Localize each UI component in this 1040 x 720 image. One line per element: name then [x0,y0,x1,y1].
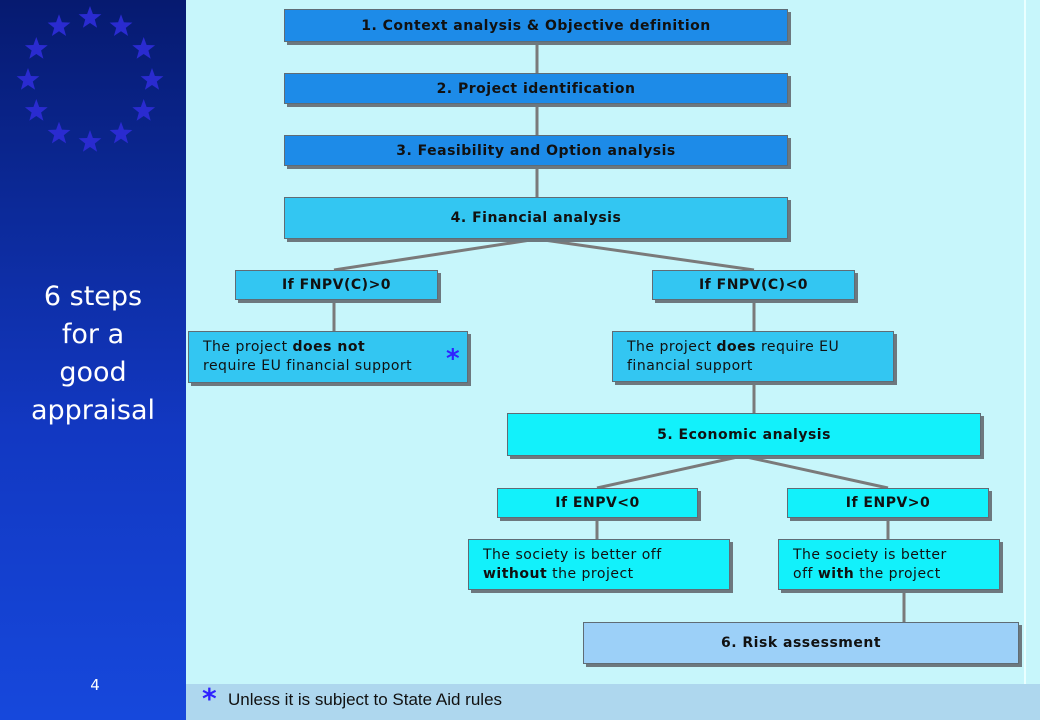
footer-bar [186,684,1040,720]
enpv-positive-box: If ENPV>0 [787,488,989,518]
connector-s5-left [596,454,743,490]
star-icon [140,68,164,90]
star-icon [16,68,40,90]
step-3-box: 3. Feasibility and Option analysis [284,135,788,166]
star-icon [78,6,102,28]
connector-s4-right [536,237,755,272]
footer-note: Unless it is subject to State Aid rules [228,690,503,709]
without-project-box: The society is better off without the pr… [468,539,730,590]
eu-support-text-pre: The project [627,338,717,355]
step-2-box: 2. Project identification [284,73,788,104]
without-project-text-pre: The society is better off [483,546,662,563]
star-icon [78,130,102,152]
step-4-box: 4. Financial analysis [284,197,788,239]
star-icon [109,14,133,37]
step-6-box: 6. Risk assessment [583,622,1019,664]
star-icon [132,99,156,121]
no-eu-support-text-post: require EU financial support [203,358,413,374]
state-aid-asterisk: * [446,344,460,374]
with-project-text-post: the project [854,565,941,582]
without-project-text-bold: without [483,565,548,582]
footer-asterisk: * [202,682,217,715]
eu-support-text-post: require EU financial support [627,338,840,374]
star-icon [132,37,156,59]
no-eu-support-box: The project does not require EU financia… [188,331,468,383]
enpv-negative-box: If ENPV<0 [497,488,698,518]
sidebar-title: 6 steps for a good appraisal [30,281,156,426]
with-project-text-bold: with [817,565,855,582]
without-project-text-post: the project [547,565,634,582]
star-icon [47,14,71,37]
connector-s5-right [741,454,889,490]
step-1-box: 1. Context analysis & Objective definiti… [284,9,788,42]
step-5-box: 5. Economic analysis [507,413,981,456]
star-icon [109,121,133,144]
no-eu-support-text-pre: The project [203,339,293,355]
star-icon [24,37,48,59]
panel-edge-line [1024,0,1026,684]
with-project-text-pre: The society is better off [793,546,947,582]
sidebar: 6 steps for a good appraisal 4 [0,0,186,720]
star-icon [24,99,48,121]
page-number: 4 [90,676,100,694]
fnpv-positive-box: If FNPV(C)>0 [235,270,438,300]
eu-support-box: The project does require EU financial su… [612,331,894,382]
eu-stars-icon [16,6,164,152]
connector-s4-left [333,237,538,272]
eu-support-text-bold: does [716,338,756,355]
star-icon [47,121,71,144]
fnpv-negative-box: If FNPV(C)<0 [652,270,855,300]
with-project-box: The society is better off with the proje… [778,539,1000,590]
no-eu-support-text-bold: does not [292,339,366,355]
